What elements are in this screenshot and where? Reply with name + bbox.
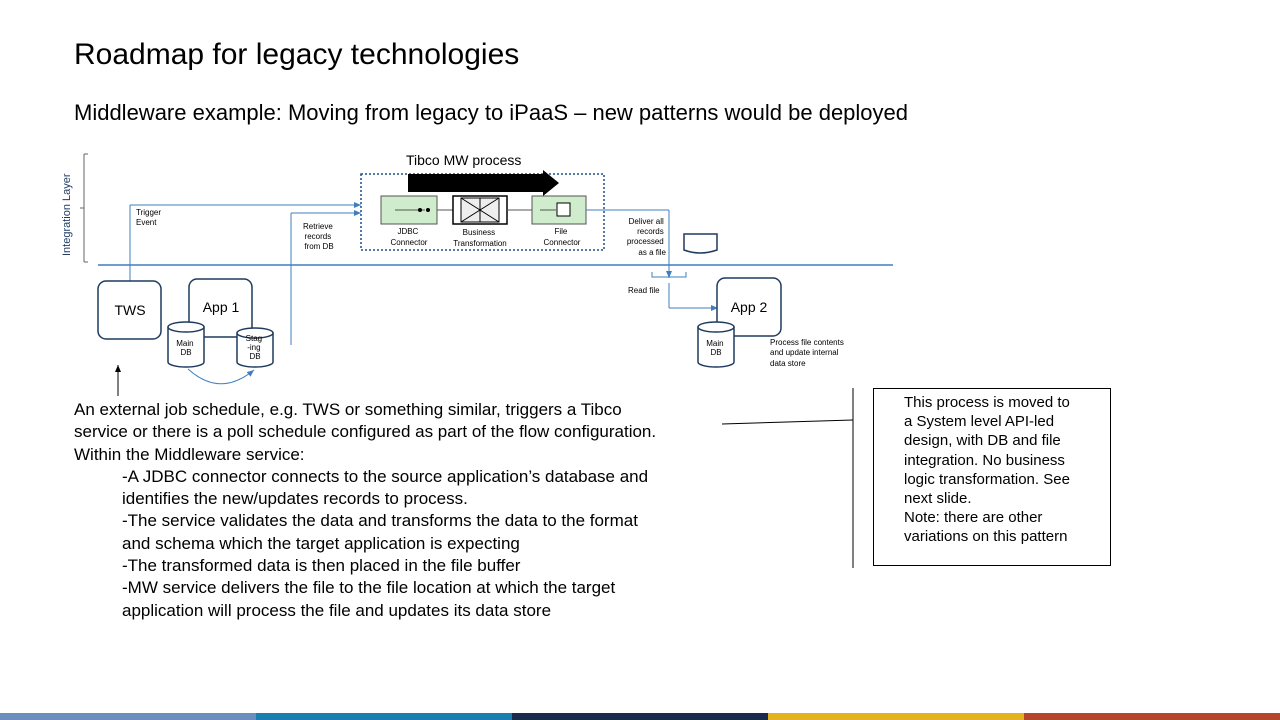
svg-text:Business Transformation: Business Transformation xyxy=(453,228,507,248)
staging-db-label: Stag xyxy=(246,334,262,343)
staging-db-icon xyxy=(236,327,274,368)
callout-line: logic transformation. See xyxy=(904,470,1070,488)
slide-subtitle: Middleware example: Moving from legacy t… xyxy=(74,100,909,125)
jdbc-connector-label: JDBC xyxy=(397,227,418,236)
callout-line: a System level API-led xyxy=(904,413,1055,431)
svg-text:Retrieve records from: Retrieve records from DB xyxy=(303,222,335,251)
staging-db-label-3: DB xyxy=(249,352,260,361)
app1-main-db-icon xyxy=(167,321,205,368)
footer-stripe-5 xyxy=(1024,713,1280,720)
app2-main-db-label-2: DB xyxy=(710,348,721,357)
svg-text:Process file contents and: Process file contents and update interna… xyxy=(770,338,846,368)
callout-line: variations on this pattern xyxy=(904,528,1068,546)
callout-line: integration. No business xyxy=(904,451,1065,469)
deliver-records-label-3: processed xyxy=(627,237,664,246)
process-file-label: Process file contents xyxy=(770,338,844,347)
callout-line: This process is moved to xyxy=(904,394,1070,411)
description-line: service or there is a poll schedule conf… xyxy=(74,422,657,442)
description-step: -A JDBC connector connects to the source… xyxy=(122,466,649,486)
tws-box xyxy=(97,280,162,340)
description-line: An external job schedule, e.g. TWS or so… xyxy=(74,400,622,419)
svg-text:Main DB: Main DB xyxy=(176,339,196,357)
staging-db-label-2: -ing xyxy=(247,343,260,352)
read-file-label: Read file xyxy=(628,286,660,295)
callout-line: Note: there are other xyxy=(904,509,1043,527)
svg-text:Trigger Event: Trigger Event xyxy=(136,208,163,227)
jdbc-connector-icon xyxy=(380,195,438,225)
description-step: identifies the new/updates records to pr… xyxy=(122,489,468,509)
retrieve-records-label-2: records xyxy=(305,232,332,241)
business-transformation-label-2: Transformation xyxy=(453,239,507,248)
middleware-diagram: Integration Layer Tibco MW process JDBC … xyxy=(61,152,893,396)
app1-main-db-label: Main xyxy=(176,339,193,348)
tws-label: TWS xyxy=(114,302,145,318)
process-label: Tibco MW process xyxy=(406,152,521,168)
app2-box xyxy=(716,277,782,337)
callout-connector xyxy=(721,388,854,568)
file-buffer xyxy=(651,272,687,278)
file-connector-label-2: Connector xyxy=(544,238,581,247)
trigger-event-label-2: Event xyxy=(136,218,157,227)
app1-main-db-label-2: DB xyxy=(180,348,191,357)
footer-stripe-4 xyxy=(768,713,1024,720)
description-step: -The transformed data is then placed in … xyxy=(122,556,521,576)
svg-text:File Connector: File Connector xyxy=(544,227,581,247)
process-file-label-3: data store xyxy=(770,359,806,368)
app1-label: App 1 xyxy=(203,299,240,315)
app1-box xyxy=(188,278,253,338)
footer-stripe-1 xyxy=(0,713,256,720)
process-flow-arrow xyxy=(408,170,559,196)
business-transformation-label: Business xyxy=(463,228,495,237)
file-icon xyxy=(683,233,718,254)
file-connector-label: File xyxy=(554,227,567,236)
footer-stripe-2 xyxy=(256,713,512,720)
svg-text:Main DB: Main DB xyxy=(706,339,726,357)
description-step: -The service validates the data and tran… xyxy=(122,511,638,531)
retrieve-records-label: Retrieve xyxy=(303,222,333,231)
description-step: -MW service delivers the file to the fil… xyxy=(122,578,616,598)
retrieve-records-label-3: from DB xyxy=(304,242,333,251)
callout-line: design, with DB and file xyxy=(904,432,1061,450)
business-transformation-icon xyxy=(452,195,508,225)
svg-text:JDBC Connector: JDBC Connector xyxy=(391,227,428,247)
process-file-label-2: and update internal xyxy=(770,348,839,357)
callout-box: This process is moved to a System level … xyxy=(873,388,1111,566)
deliver-records-label-2: records xyxy=(637,227,664,236)
trigger-event-label: Trigger xyxy=(136,208,161,217)
app2-main-db-label: Main xyxy=(706,339,723,348)
db-copy-arrow xyxy=(187,368,255,385)
description: An external job schedule, e.g. TWS or so… xyxy=(74,399,754,622)
slide-title: Roadmap for legacy technologies xyxy=(74,38,520,71)
callout-line: next slide. xyxy=(904,490,972,508)
integration-layer-label: Integration Layer xyxy=(61,173,73,256)
integration-layer-bracket xyxy=(80,153,88,263)
app2-main-db-icon xyxy=(697,321,735,368)
description-step: application will process the file and up… xyxy=(122,600,552,620)
deliver-records-label: Deliver all xyxy=(629,217,664,226)
deliver-records-label-4: as a file xyxy=(638,248,666,257)
svg-text:Stag -ing DB: Stag -ing DB xyxy=(246,334,265,361)
svg-text:Deliver all records pr: Deliver all records processed as a file xyxy=(627,217,667,257)
description-step: and schema which the target application … xyxy=(122,533,520,553)
app2-label: App 2 xyxy=(731,299,768,315)
footer-stripe-3 xyxy=(512,713,768,720)
description-line: Within the Middleware service: xyxy=(74,444,305,464)
jdbc-connector-label-2: Connector xyxy=(391,238,428,247)
file-connector-icon xyxy=(531,195,587,225)
